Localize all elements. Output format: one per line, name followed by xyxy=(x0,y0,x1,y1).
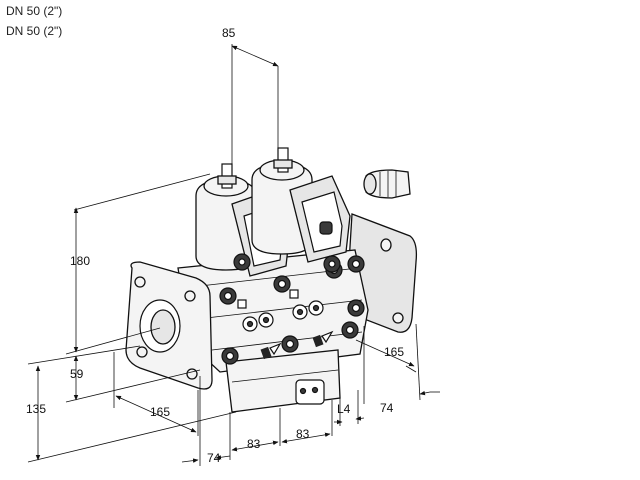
dim-165-left-label: 165 xyxy=(150,405,170,419)
dim-59-label: 59 xyxy=(70,367,84,381)
dim-83-b-label: 83 xyxy=(296,427,310,441)
dim-83-a-label: 83 xyxy=(247,437,261,451)
dimension-lines xyxy=(27,44,440,466)
dim-180-label: 180 xyxy=(70,254,90,268)
bolts-top xyxy=(219,255,365,305)
dim-135-label: 135 xyxy=(26,402,46,416)
dim-165-right-label: 165 xyxy=(384,345,404,359)
dim-85-label: 85 xyxy=(222,26,236,40)
bolts-bottom xyxy=(221,299,365,365)
solenoid-right xyxy=(251,147,351,273)
valve-body xyxy=(125,147,418,413)
dim-74-left-label: 74 xyxy=(207,451,221,465)
dim-L4-label: L4 xyxy=(337,402,351,416)
test-nipples xyxy=(237,289,324,332)
model-label-2: DN 50 (2") xyxy=(6,24,63,38)
dim-74-right-label: 74 xyxy=(380,401,394,415)
cable-gland xyxy=(363,169,411,199)
model-label-1: DN 50 (2") xyxy=(6,4,63,18)
